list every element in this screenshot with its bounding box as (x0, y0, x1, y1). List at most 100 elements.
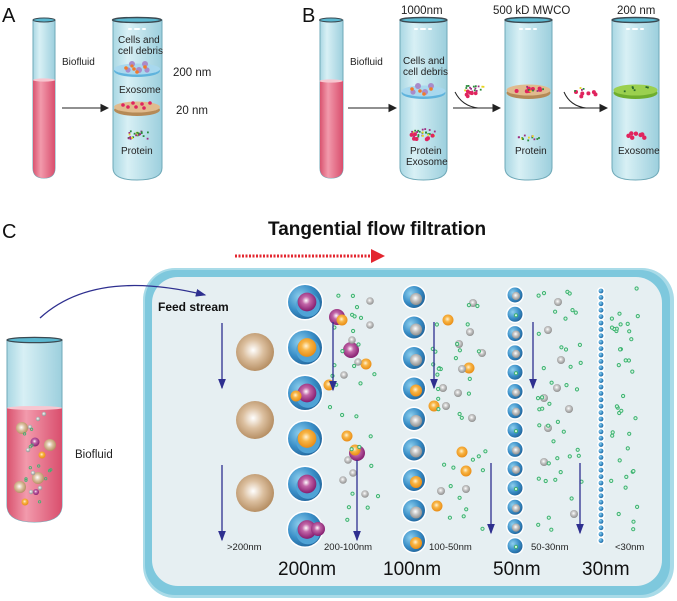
membrane-pore (598, 333, 604, 339)
particle-small-green (610, 430, 615, 435)
trapped-vesicle (409, 475, 423, 489)
particle-small-green (555, 456, 560, 461)
particle-small-green (459, 415, 464, 420)
protein-dot (474, 87, 477, 90)
particle-small-green (457, 411, 462, 417)
tube-1000nm (399, 16, 448, 181)
particle-green (22, 432, 27, 436)
particle-small-green (436, 366, 441, 371)
trapped-vesicle (297, 338, 317, 357)
orange-vesicle (460, 465, 472, 477)
protein-dot (481, 85, 484, 88)
particle-gray (37, 485, 43, 491)
fraction-label-lt30: <30nm (615, 542, 644, 553)
tube1-bottom-line2: Exosome (406, 157, 448, 168)
membrane-pore (598, 442, 604, 447)
protein-dot (413, 135, 415, 138)
membrane-pore (598, 474, 604, 479)
gray-vesicle (354, 358, 362, 366)
trapped-vesicle (511, 349, 521, 359)
particle-small-green (447, 515, 452, 520)
orange-vesicle (341, 430, 353, 442)
gray-vesicle (349, 469, 357, 477)
membrane-pore (598, 378, 604, 383)
particle-small-green (569, 496, 574, 501)
protein-dot (464, 89, 466, 92)
gray-vesicle (557, 356, 565, 364)
membrane-pore (598, 371, 604, 377)
particle-small-green (513, 486, 519, 492)
exosome-label-a: Exosome (119, 85, 161, 96)
particle-small-green (352, 363, 357, 369)
exosome-dot (633, 131, 639, 136)
protein-dot (470, 87, 472, 90)
particle-small-green (352, 314, 357, 319)
particle-small-green (480, 526, 485, 531)
feed-stream-label: Feed stream (158, 300, 229, 314)
gray-vesicle (570, 510, 578, 518)
particle-small-green (609, 478, 614, 483)
protein-dot (538, 137, 540, 139)
particle-large-vesicle (44, 439, 56, 451)
particle-small-green (553, 309, 558, 314)
protein-dot (475, 90, 478, 92)
protein-dot (521, 137, 523, 140)
large-vesicle (236, 474, 274, 512)
biofluid-label-b: Biofluid (350, 57, 383, 68)
protein-dot (146, 137, 149, 140)
membrane-pore (598, 487, 604, 492)
particle-small-green (455, 341, 460, 347)
particle-small-green (537, 423, 542, 428)
particle-small-green (634, 286, 639, 291)
gray-vesicle (468, 414, 476, 422)
particle-purple (30, 437, 40, 447)
tff-title: Tangential flow filtration (268, 219, 486, 240)
particle-small-green (625, 446, 630, 451)
particle-small-green (625, 321, 630, 326)
membrane-pore (598, 288, 604, 294)
gray-vesicle (366, 321, 374, 329)
protein-dot (417, 134, 420, 136)
particle-small-green (568, 364, 573, 369)
particle-small-green (368, 434, 373, 439)
feed-inlet-arrow (39, 284, 207, 319)
panel-b-letter: B (302, 5, 315, 27)
panel-c: C Tangential flow filtration Feed stream… (2, 219, 674, 598)
particle-small-green (627, 431, 632, 436)
trapped-vesicle (511, 465, 521, 474)
particle-small-green (434, 322, 439, 327)
tube1-top-line1: Cells and (403, 56, 445, 67)
gray-vesicle (366, 297, 374, 305)
trapped-vesicle (511, 388, 521, 397)
protein-dot (527, 89, 530, 91)
membrane-pore (598, 391, 604, 396)
protein-dot (128, 132, 131, 134)
particle-green (37, 464, 41, 468)
filter-20nm-label-a: 20 nm (176, 105, 208, 117)
protein-dot (421, 128, 424, 131)
particle-small-green (546, 423, 551, 428)
particle-small-green (609, 316, 615, 321)
protein-dot (136, 134, 139, 137)
protein-label-a: Protein (121, 146, 153, 157)
protein-dot (416, 131, 418, 133)
gray-vesicle (454, 389, 462, 397)
large-vesicle (236, 333, 274, 371)
particle-small-green (476, 349, 481, 354)
exosome-dot (473, 91, 478, 96)
membrane-pore (598, 301, 604, 307)
particle-small-green (561, 429, 566, 434)
membrane-pore (598, 467, 604, 473)
gray-vesicle (544, 326, 552, 334)
protein-dot (581, 89, 583, 91)
particle-small-green (624, 474, 629, 479)
gray-vesicle (348, 336, 356, 344)
membrane-pore (598, 352, 604, 358)
membrane-pore (598, 423, 604, 428)
protein-dot (138, 132, 140, 135)
protein-dot (473, 89, 476, 92)
particle-small-green (369, 463, 374, 468)
trapped-vesicle (297, 429, 317, 448)
trapped-vesicle (409, 323, 423, 336)
protein-dot (135, 134, 137, 137)
